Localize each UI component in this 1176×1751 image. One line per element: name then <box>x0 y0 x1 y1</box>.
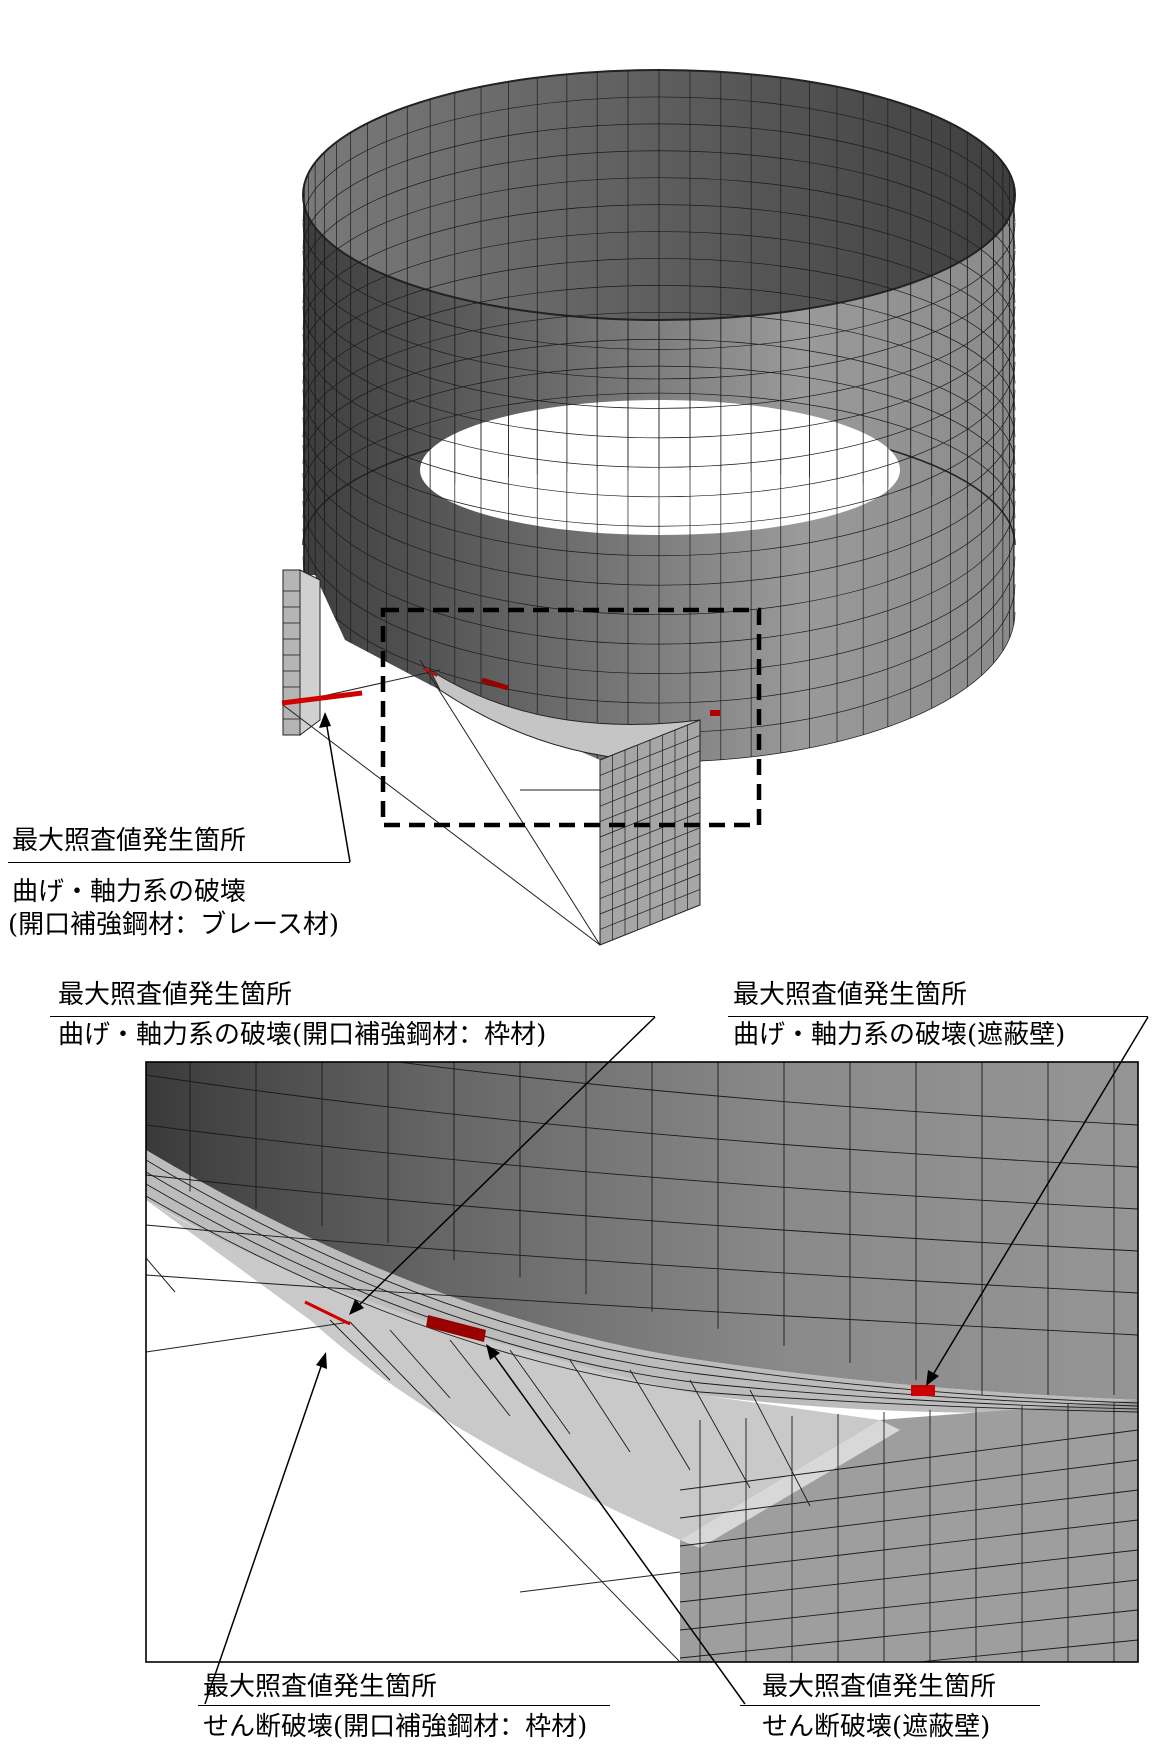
callout-tl-underline <box>50 1016 655 1017</box>
zoom-region-box <box>380 607 762 828</box>
callout-br-desc: せん断破壊(遮蔽壁) <box>762 1712 991 1742</box>
detail-wall-bending-mark <box>911 1385 935 1396</box>
detail-frame-mark <box>304 1300 351 1326</box>
detail-wall-shear-mark <box>426 1315 486 1342</box>
frame-damage-mark <box>422 667 438 677</box>
callout-top-title: 最大照査値発生箇所 <box>12 826 247 856</box>
callout-tr-underline <box>728 1016 1148 1017</box>
callout-bl-underline <box>198 1705 610 1706</box>
detail-view <box>145 1061 1139 1663</box>
callout-br-underline <box>740 1705 1040 1706</box>
callout-br-title: 最大照査値発生箇所 <box>762 1672 997 1702</box>
callout-bl-title: 最大照査値発生箇所 <box>203 1672 438 1702</box>
callout-top-underline <box>8 862 350 863</box>
callout-tl-desc: 曲げ・軸力系の破壊(開口補強鋼材：枠材) <box>58 1020 547 1050</box>
damage-marks-top <box>281 667 720 716</box>
wall-bending-mark <box>710 710 720 716</box>
brace-damage-mark <box>281 690 363 706</box>
cylinder-shield-wall <box>302 69 1016 763</box>
callout-top-line2: (開口補強鋼材：ブレース材) <box>8 910 339 940</box>
wall-shear-mark <box>481 677 509 691</box>
leader-top <box>324 714 351 863</box>
callout-tr-desc: 曲げ・軸力系の破壊(遮蔽壁) <box>733 1020 1066 1050</box>
callout-tl-title: 最大照査値発生箇所 <box>58 980 293 1010</box>
callout-top-line1: 曲げ・軸力系の破壊 <box>12 877 247 907</box>
callout-bl-desc: せん断破壊(開口補強鋼材：枠材) <box>203 1712 588 1742</box>
detail-leaders <box>204 1016 1149 1705</box>
opening-reinforcement <box>282 569 701 946</box>
callout-tr-title: 最大照査値発生箇所 <box>733 980 968 1010</box>
